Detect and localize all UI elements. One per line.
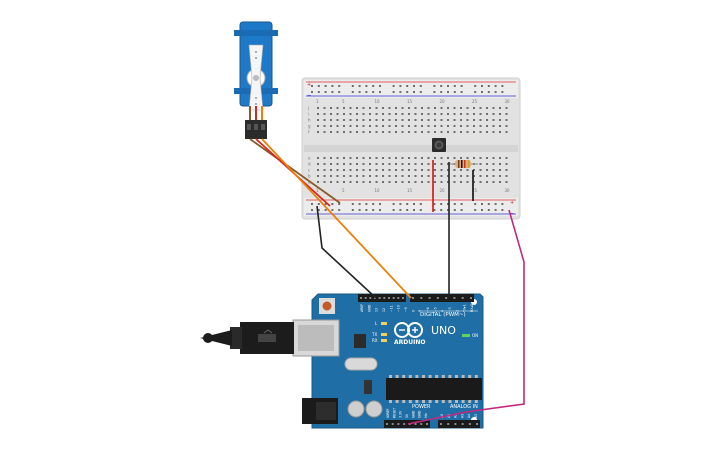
power-header[interactable]: [384, 420, 430, 428]
microcontroller-chip: [386, 375, 482, 403]
pin-label: 13: [375, 308, 379, 312]
led-on: [462, 334, 470, 337]
pin-label: A3: [460, 414, 464, 418]
pin-label: IOREF: [386, 408, 390, 418]
led-l: [381, 322, 387, 325]
row-letter: j: [307, 106, 309, 111]
row-letter: c: [308, 168, 310, 173]
reset-button[interactable]: [319, 298, 335, 314]
servo-motor[interactable]: [234, 21, 278, 111]
wire-servo-gnd[interactable]: [249, 138, 341, 204]
brand-label: ARDUINO: [394, 339, 425, 346]
small-chip: [364, 380, 372, 394]
pin-label: GND: [411, 410, 415, 418]
pin-label: RESET: [392, 408, 396, 418]
column-number: 30: [505, 188, 511, 193]
rail-minus-label-top: −: [307, 93, 311, 99]
wire-servo-signal[interactable]: [261, 138, 412, 299]
pin-label: RX◂0: [470, 304, 474, 312]
row-letter: g: [308, 124, 311, 129]
row-letter: f: [308, 130, 310, 135]
pin-label: A0: [440, 414, 444, 418]
pin-label: 3.3V: [399, 410, 403, 418]
wire-5v-power[interactable]: [407, 209, 525, 425]
pin-label: ~11: [389, 305, 393, 312]
column-number: 1: [316, 188, 319, 193]
power-jack[interactable]: [302, 398, 338, 424]
pin-label: AREF: [360, 304, 364, 312]
column-number: 25: [472, 99, 478, 104]
usb-cable[interactable]: [200, 322, 294, 354]
arduino-logo: [394, 322, 423, 338]
pin-label: A2: [454, 414, 458, 418]
led-rx: [381, 339, 387, 342]
column-number: 20: [440, 188, 446, 193]
pin-label: GND: [367, 304, 371, 312]
rail-plus-label-top: +: [307, 82, 311, 88]
pin-label: 5V: [405, 413, 409, 418]
wires[interactable]: [249, 138, 525, 425]
pin-label: ~6: [426, 307, 430, 312]
pin-label: ~3: [448, 307, 452, 312]
led-tx: [381, 333, 387, 336]
breadboard-holes: [311, 85, 508, 211]
row-letter: h: [308, 118, 311, 123]
digital-header-2[interactable]: [410, 294, 474, 302]
row-letter: b: [308, 174, 311, 179]
analog-header[interactable]: [438, 420, 480, 428]
rail-minus-label-bottom: −: [510, 211, 514, 217]
column-number: 10: [375, 99, 381, 104]
model-label: UNO: [431, 324, 456, 337]
pin-label: Vin: [424, 413, 428, 418]
digital-label: DIGITAL (PWM~): [420, 312, 466, 318]
pin-label: ~9: [404, 307, 408, 312]
led-rx-label: RX: [372, 338, 378, 343]
column-number: 20: [440, 99, 446, 104]
usb-port[interactable]: [292, 319, 340, 357]
column-number: 10: [375, 188, 381, 193]
row-letter: d: [308, 162, 311, 167]
pin-label: TX▸1: [463, 304, 467, 313]
row-letter: e: [308, 156, 311, 161]
capacitor-2: [365, 400, 383, 418]
row-letter: i: [308, 112, 309, 117]
led-l-label: L: [375, 321, 378, 326]
column-number: 25: [472, 188, 478, 193]
column-number: 15: [407, 188, 413, 193]
pin-label: ~5: [433, 307, 437, 312]
wire-gnd-arduino[interactable]: [316, 205, 377, 299]
voltage-regulator: [354, 334, 366, 348]
power-label: POWER: [412, 404, 431, 410]
capacitor-1: [347, 400, 365, 418]
column-number: 15: [407, 99, 413, 104]
pin-label: ~10: [397, 305, 401, 312]
pushbutton[interactable]: [432, 138, 446, 152]
pin-label: GND: [418, 410, 422, 418]
digital-header-1[interactable]: [358, 294, 406, 302]
column-number: 5: [342, 188, 345, 193]
pin-label: 12: [382, 308, 386, 312]
pin-label: A5: [474, 414, 478, 418]
resistor[interactable]: [448, 160, 478, 168]
pin-label: A4: [467, 414, 471, 418]
rail-plus-label-bottom: +: [510, 200, 514, 206]
servo-connector[interactable]: [245, 106, 267, 139]
column-number: 30: [505, 99, 511, 104]
crystal-oscillator: [344, 357, 378, 371]
pin-label: 8: [411, 310, 415, 312]
analog-in-label: ANALOG IN: [450, 404, 478, 410]
column-number: 1: [316, 99, 319, 104]
led-on-label: ON: [472, 333, 478, 338]
led-tx-label: TX: [371, 332, 377, 337]
column-number: 5: [342, 99, 345, 104]
